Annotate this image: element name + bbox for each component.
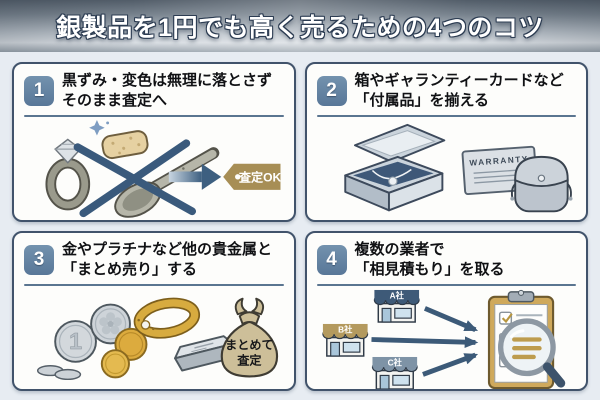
tip2-illustration: WARRANTY bbox=[317, 120, 577, 220]
tip3-illustration: 1 bbox=[24, 289, 284, 389]
tip1-title-line2: そのまま査定へ bbox=[62, 92, 168, 109]
tip1-title-line1: 黒ずみ・変色は無理に落とさず bbox=[62, 72, 273, 90]
tip2-number-badge: 2 bbox=[316, 76, 347, 106]
tip4-number-badge: 4 bbox=[316, 245, 347, 275]
gold-ring-icon bbox=[133, 297, 201, 339]
tip2-title-line1: 箱やギャランティーカードなど bbox=[354, 72, 564, 90]
tip1-illustration: 査定OK bbox=[24, 120, 284, 220]
tip2-divider bbox=[316, 115, 576, 117]
tip3-title-line1: 金やプラチナなど他の貴金属と bbox=[62, 241, 273, 259]
silver-coin-icon: 1 bbox=[54, 320, 97, 363]
arrow-right-icon bbox=[168, 163, 222, 190]
warranty-card-label: WARRANTY bbox=[469, 155, 529, 168]
tip2-title-line2: 「付属品」を揃える bbox=[354, 92, 490, 109]
tip1-title: 黒ずみ・変色は無理に落とさず そのまま査定へ bbox=[62, 71, 272, 111]
tip2-title: 箱やギャランティーカードなど 「付属品」を揃える bbox=[355, 71, 564, 111]
tip2-illustration-svg: WARRANTY bbox=[343, 123, 573, 213]
shop-b-label: B社 bbox=[338, 325, 353, 335]
shop-a-label: A社 bbox=[389, 291, 404, 301]
tip-panel-4: 4 複数の業者で 「相見積もり」を取る bbox=[304, 231, 588, 391]
tip1-number-badge: 1 bbox=[24, 76, 54, 106]
shop-b-icon: B社 bbox=[321, 323, 368, 357]
shop-c-label: C社 bbox=[387, 358, 402, 368]
tip4-title-line2: 「相見積もり」を取る bbox=[354, 261, 505, 278]
tip3-number-badge: 3 bbox=[24, 245, 54, 275]
appraisal-ok-label: 査定OK bbox=[238, 170, 282, 185]
quote-arrows-icon bbox=[370, 306, 478, 377]
tip3-title-line2: 「まとめ売り」する bbox=[62, 261, 198, 278]
tip3-divider bbox=[24, 284, 284, 286]
sponge-icon bbox=[101, 130, 149, 160]
tip1-header: 1 黒ずみ・変色は無理に落とさず そのまま査定へ bbox=[24, 70, 284, 112]
tip1-divider bbox=[24, 115, 284, 117]
appraisal-ok-tag: 査定OK bbox=[223, 163, 282, 190]
tip4-title: 複数の業者で 「相見積もり」を取る bbox=[355, 240, 505, 280]
tip-panel-1: 1 黒ずみ・変色は無理に落とさず そのまま査定へ bbox=[12, 62, 296, 222]
magnifier-icon bbox=[497, 318, 565, 388]
shop-c-icon: C社 bbox=[371, 356, 418, 389]
tips-grid: 1 黒ずみ・変色は無理に落とさず そのまま査定へ bbox=[12, 62, 588, 391]
tip4-illustration: A社 B社 bbox=[317, 289, 577, 389]
tip4-title-line1: 複数の業者で bbox=[354, 241, 445, 259]
tip3-header: 3 金やプラチナなど他の貴金属と 「まとめ売り」する bbox=[24, 239, 284, 281]
sparkle-icon bbox=[89, 120, 110, 136]
tip3-title: 金やプラチナなど他の貴金属と 「まとめ売り」する bbox=[62, 240, 272, 280]
bag-label-line1: まとめて bbox=[225, 338, 274, 352]
header-bar: 銀製品を1円でも高く売るための4つのコツ bbox=[0, 0, 600, 52]
silver-ring-icon bbox=[45, 138, 91, 211]
cross-mark-icon bbox=[73, 139, 196, 218]
tip4-header: 4 複数の業者で 「相見積もり」を取る bbox=[316, 239, 577, 281]
tip4-divider bbox=[316, 284, 576, 286]
tip-panel-2: 2 箱やギャランティーカードなど 「付属品」を揃える bbox=[304, 62, 588, 222]
page-title: 銀製品を1円でも高く売るための4つのコツ bbox=[56, 14, 544, 42]
jewelry-box-icon bbox=[343, 123, 445, 212]
gold-coins-icon bbox=[100, 327, 148, 379]
tip4-illustration-svg: A社 B社 bbox=[321, 289, 565, 389]
flat-coins-icon bbox=[36, 364, 82, 381]
silver-bar-icon bbox=[174, 335, 235, 372]
appraisal-bag-icon: まとめて 査定 bbox=[220, 297, 279, 378]
tip1-illustration-svg: 査定OK bbox=[45, 120, 282, 218]
bag-label-line2: 査定 bbox=[236, 353, 262, 368]
silver-coin-label: 1 bbox=[69, 328, 82, 354]
tip2-header: 2 箱やギャランティーカードなど 「付属品」を揃える bbox=[316, 70, 577, 112]
tip-panel-3: 3 金やプラチナなど他の貴金属と 「まとめ売り」する bbox=[12, 231, 296, 391]
pouch-icon bbox=[509, 155, 573, 213]
tip3-illustration-svg: 1 bbox=[36, 297, 279, 381]
shop-a-icon: A社 bbox=[373, 289, 420, 323]
